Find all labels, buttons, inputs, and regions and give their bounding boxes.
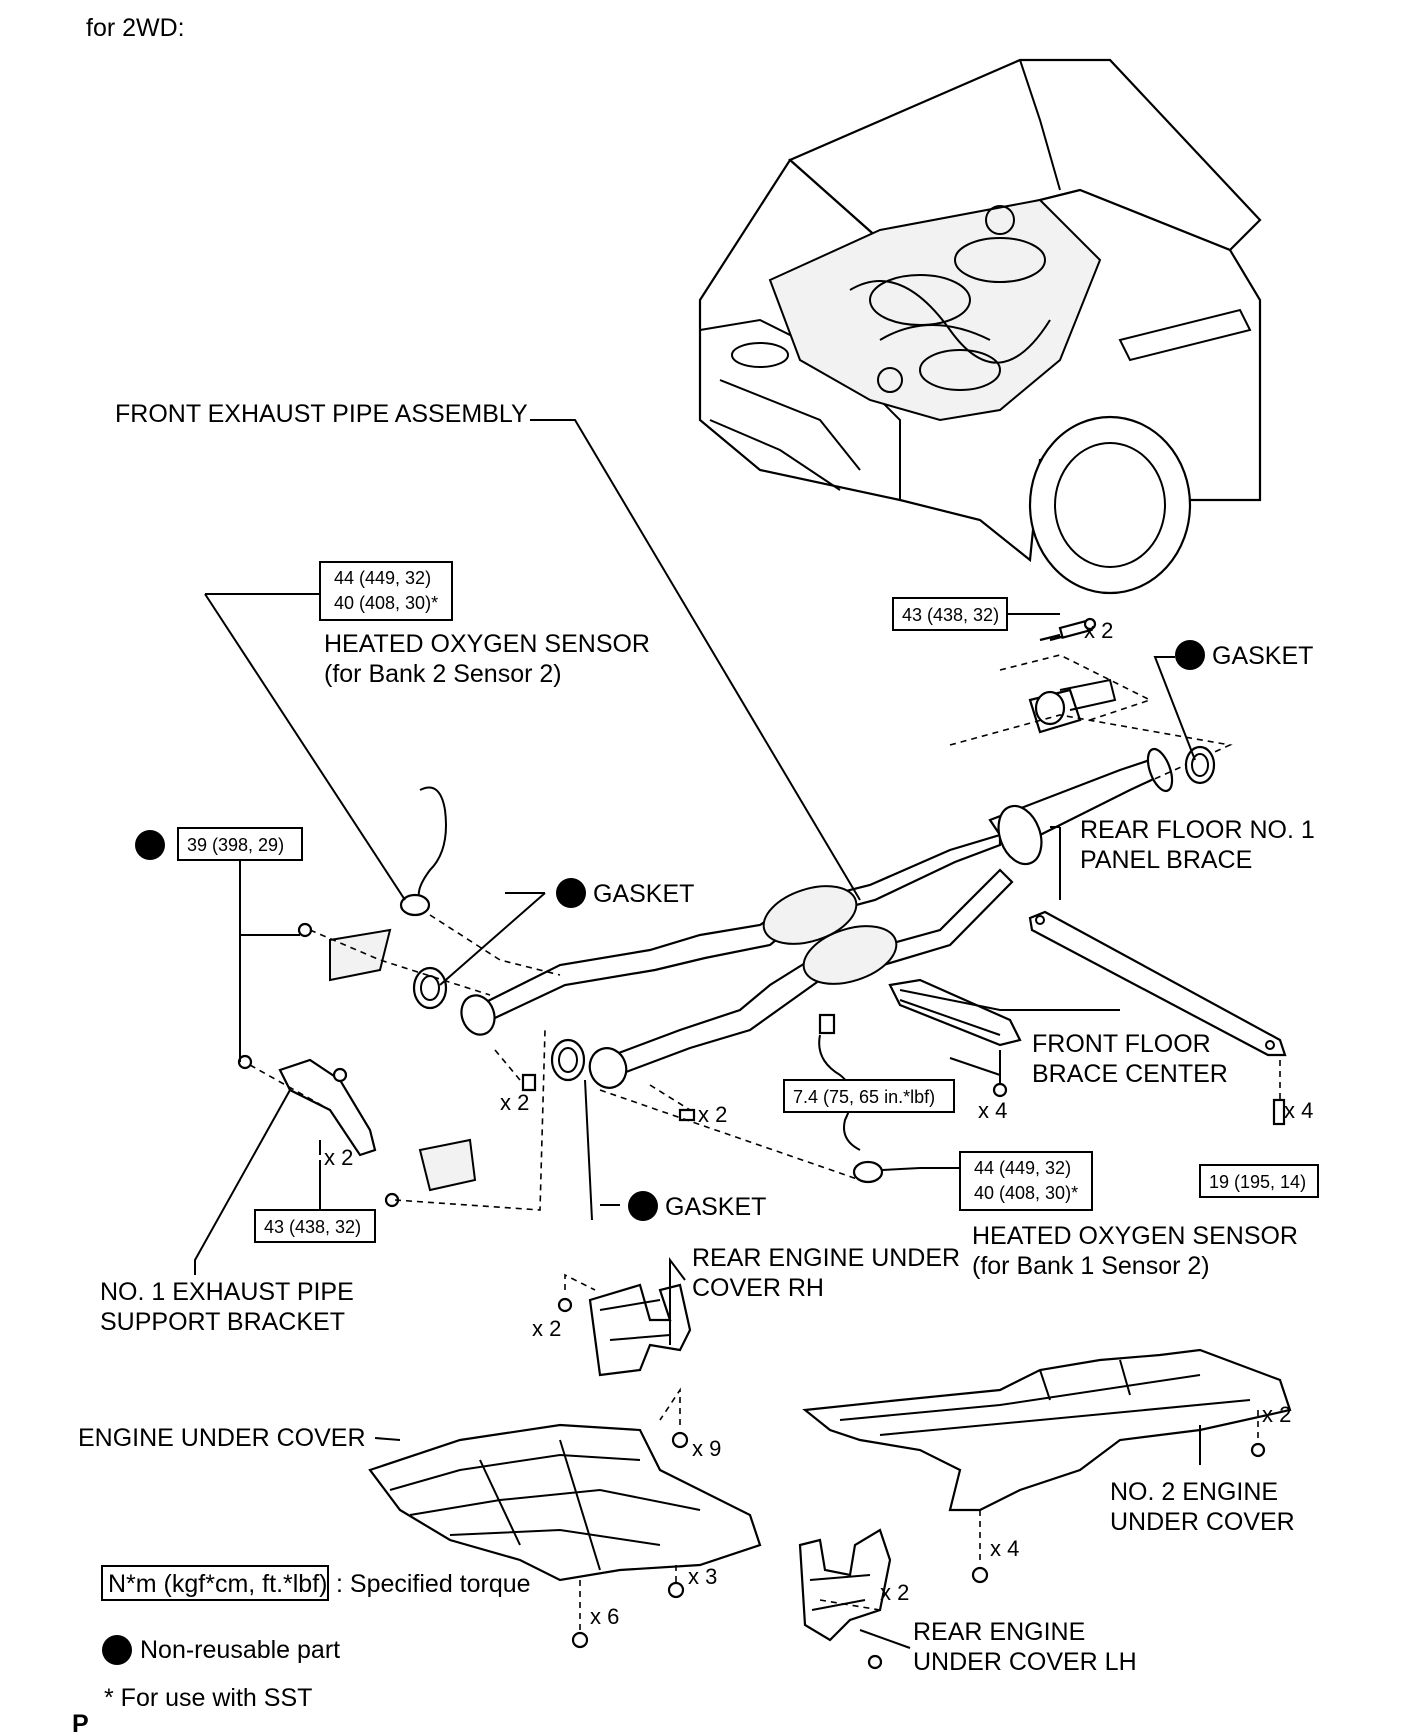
legend-sst-text: * For use with SST	[104, 1684, 312, 1712]
label-engine-under-cover: ENGINE UNDER COVER	[78, 1424, 366, 1452]
torque-rear-brace: 19 (195, 14)	[1209, 1172, 1306, 1192]
qty-floor-brace: x 4	[978, 1098, 1007, 1123]
legend-torque-units: N*m (kgf*cm, ft.*lbf)	[108, 1570, 327, 1598]
torque-flange-top: 43 (438, 32)	[902, 605, 999, 625]
qty-flange-left: x 2	[500, 1090, 529, 1115]
label-no2-engine-line1: NO. 2 ENGINE	[1110, 1478, 1278, 1506]
label-no2-engine-line2: UNDER COVER	[1110, 1508, 1295, 1536]
rear-engine-under-cover-lh-part	[798, 1528, 892, 1670]
front-exhaust-pipe-assembly	[460, 747, 1174, 1089]
qty-flange-right: x 2	[698, 1102, 727, 1127]
qty-rear-lh: x 2	[880, 1580, 909, 1605]
qty-flange-top: x 2	[1084, 618, 1113, 643]
label-gasket-low: GASKET	[665, 1193, 766, 1221]
legend-torque-box	[101, 1565, 329, 1601]
left-components	[237, 786, 861, 1211]
label-front-exhaust-pipe: FRONT EXHAUST PIPE ASSEMBLY	[115, 400, 528, 428]
label-rear-engine-rh-line2: COVER RH	[692, 1274, 824, 1302]
label-hos-bank1-line2: (for Bank 1 Sensor 2)	[972, 1252, 1210, 1280]
leader-lines	[194, 419, 1201, 1649]
qty-engine-cover-top: x 9	[692, 1436, 721, 1461]
label-hos-bank1-line1: HEATED OXYGEN SENSOR	[972, 1222, 1298, 1250]
label-bracket-line2: SUPPORT BRACKET	[100, 1308, 345, 1336]
legend: N*m (kgf*cm, ft.*lbf) : Specified torque…	[101, 1565, 531, 1712]
torque-hos-bank2-b: 40 (408, 30)*	[334, 593, 438, 613]
qty-rear-brace: x 4	[1284, 1098, 1313, 1123]
qty-engine-cover-bottom: x 6	[590, 1604, 619, 1629]
torque-hos-bank1-a: 44 (449, 32)	[974, 1158, 1071, 1178]
rear-flange-group	[949, 617, 1233, 791]
label-hos-bank2-line1: HEATED OXYGEN SENSOR	[324, 630, 650, 658]
torque-hos-bank1-b: 40 (408, 30)*	[974, 1183, 1078, 1203]
label-rear-floor-line2: PANEL BRACE	[1080, 846, 1252, 874]
engine-under-cover-part	[368, 1387, 762, 1649]
qty-bracket: x 2	[324, 1145, 353, 1170]
legend-non-reusable-dot	[102, 1635, 132, 1665]
label-rear-engine-lh-line2: UNDER COVER LH	[913, 1648, 1137, 1676]
rear-engine-under-cover-rh-part	[557, 1273, 692, 1377]
legend-torque-text: : Specified torque	[336, 1570, 531, 1598]
torque-boxes: 44 (449, 32) 40 (408, 30)* 43 (438, 32) …	[177, 561, 1319, 1243]
label-front-floor-line1: FRONT FLOOR	[1032, 1030, 1211, 1058]
label-rear-floor-line1: REAR FLOOR NO. 1	[1080, 816, 1315, 844]
torque-floor-brace: 7.4 (75, 65 in.*lbf)	[793, 1087, 935, 1107]
torque-hos-bank2-a: 44 (449, 32)	[334, 568, 431, 588]
qty-rear-rh: x 2	[532, 1316, 561, 1341]
non-reusable-dot	[1175, 640, 1205, 670]
label-bracket-line1: NO. 1 EXHAUST PIPE	[100, 1278, 354, 1306]
front-floor-brace-center	[888, 978, 1022, 1098]
label-gasket-top: GASKET	[1212, 642, 1313, 670]
vehicle-illustration	[698, 58, 1262, 595]
non-reusable-markers	[135, 640, 1205, 1221]
label-rear-engine-lh-line1: REAR ENGINE	[913, 1618, 1085, 1646]
label-front-floor-line2: BRACE CENTER	[1032, 1060, 1228, 1088]
gasket-top-ring	[1184, 745, 1216, 785]
label-hos-bank2-line2: (for Bank 2 Sensor 2)	[324, 660, 562, 688]
torque-nut-left: 39 (398, 29)	[187, 835, 284, 855]
label-rear-engine-rh-line1: REAR ENGINE UNDER	[692, 1244, 960, 1272]
page-title: for 2WD:	[86, 14, 185, 42]
qty-no2-right: x 2	[1262, 1402, 1291, 1427]
torque-bracket-bolt: 43 (438, 32)	[264, 1217, 361, 1237]
non-reusable-dot	[628, 1191, 658, 1221]
footer-code: P	[72, 1710, 89, 1734]
label-gasket-mid: GASKET	[593, 880, 694, 908]
non-reusable-dot	[135, 830, 165, 860]
rear-floor-panel-brace	[1028, 910, 1287, 1126]
quantity-labels: x 2 x 2 x 2 x 2 x 4 x 4 x 2 x 9 x 3 x 6 …	[324, 618, 1313, 1629]
qty-no2-bottom: x 4	[990, 1536, 1019, 1561]
no2-engine-under-cover-part	[802, 1348, 1292, 1584]
qty-engine-cover-right: x 3	[688, 1564, 717, 1589]
legend-non-reusable-text: Non-reusable part	[140, 1636, 340, 1664]
non-reusable-dot	[556, 878, 586, 908]
part-labels: FRONT EXHAUST PIPE ASSEMBLY HEATED OXYGE…	[78, 400, 1315, 1676]
